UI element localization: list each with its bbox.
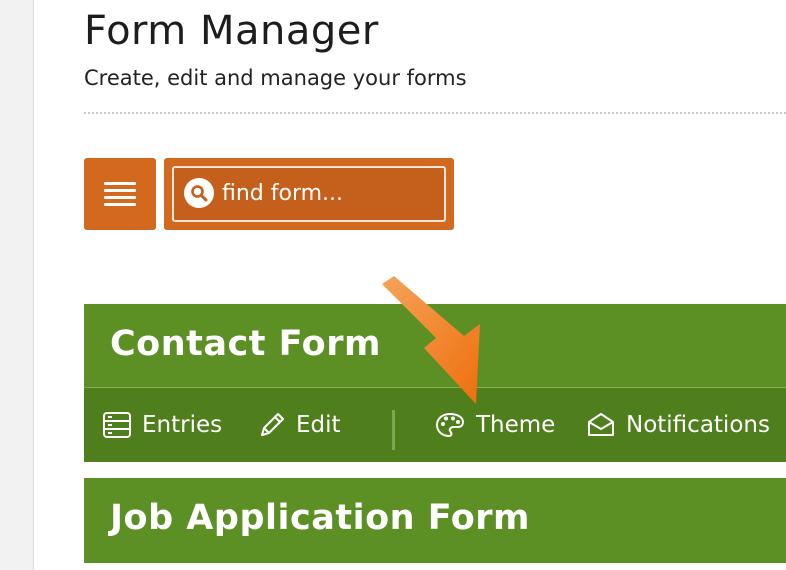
entries-label: Entries	[142, 412, 223, 438]
form-title-job-application[interactable]: Job Application Form	[110, 498, 531, 538]
pencil-icon	[261, 413, 284, 436]
left-rail	[0, 0, 34, 570]
form-actions-bar: Entries Edit Theme	[84, 388, 786, 462]
palette-icon	[435, 412, 465, 438]
edit-button[interactable]: Edit	[258, 410, 341, 440]
entries-button[interactable]: Entries	[102, 410, 222, 440]
header-divider	[84, 112, 786, 114]
search-box[interactable]	[172, 166, 446, 222]
search-icon	[184, 178, 214, 208]
actions-divider	[392, 410, 395, 450]
page-subtitle: Create, edit and manage your forms	[84, 66, 467, 90]
search-container	[164, 158, 454, 230]
edit-label: Edit	[296, 412, 341, 438]
hamburger-icon	[104, 182, 136, 206]
envelope-icon	[588, 413, 614, 436]
search-input[interactable]	[222, 174, 432, 212]
form-card-job-application: Job Application Form	[84, 478, 786, 563]
form-card-contact: Contact Form Entries Edit	[84, 304, 786, 462]
page-title: Form Manager	[84, 8, 379, 54]
menu-button[interactable]	[84, 158, 156, 230]
theme-label: Theme	[476, 412, 556, 438]
notifications-button[interactable]: Notifications	[586, 410, 770, 440]
entries-icon	[103, 412, 131, 438]
theme-button[interactable]: Theme	[434, 410, 555, 440]
notifications-label: Notifications	[626, 412, 770, 438]
form-title-contact[interactable]: Contact Form	[110, 324, 381, 364]
